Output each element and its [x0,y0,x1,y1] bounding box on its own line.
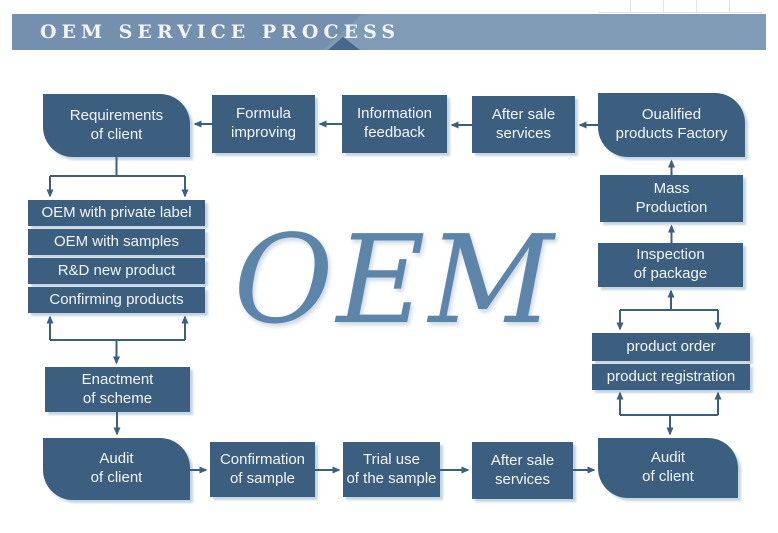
node-product-order: product order [592,333,750,361]
node-after-sale-services-bottom: After sale services [472,442,573,499]
background-grid-artifact [598,0,762,13]
node-qualified-products-factory: Oualified products Factory [598,93,745,157]
node-rd-new-product: R&D new product [28,258,205,284]
node-oem-with-samples: OEM with samples [28,229,205,255]
node-confirmation-of-sample: Confirmation of sample [210,442,315,497]
oem-watermark: OEM [233,209,557,351]
node-audit-of-client-right: Audit of client [598,438,738,498]
node-formula-improving: Formula improving [212,95,315,153]
title-banner: OEM SERVICE PROCESS [12,14,766,50]
node-audit-of-client-left: Audit of client [43,438,190,500]
node-inspection-of-package: Inspection of package [598,243,743,287]
node-enactment-of-scheme: Enactment of scheme [45,367,190,412]
node-oem-with-private-label: OEM with private label [28,200,205,226]
node-requirements-of-client: Requirements of client [43,94,190,157]
page-title: OEM SERVICE PROCESS [40,21,401,43]
node-information-feedback: Information feedback [342,95,447,153]
node-confirming-products: Confirming products [28,287,205,313]
banner-diagonal-highlight [323,14,766,50]
node-trial-use-of-sample: Trial use of the sample [343,442,440,497]
node-mass-production: Mass Production [600,175,743,222]
node-after-sale-services-top: After sale services [472,96,575,153]
node-product-registration: product registration [592,364,750,390]
